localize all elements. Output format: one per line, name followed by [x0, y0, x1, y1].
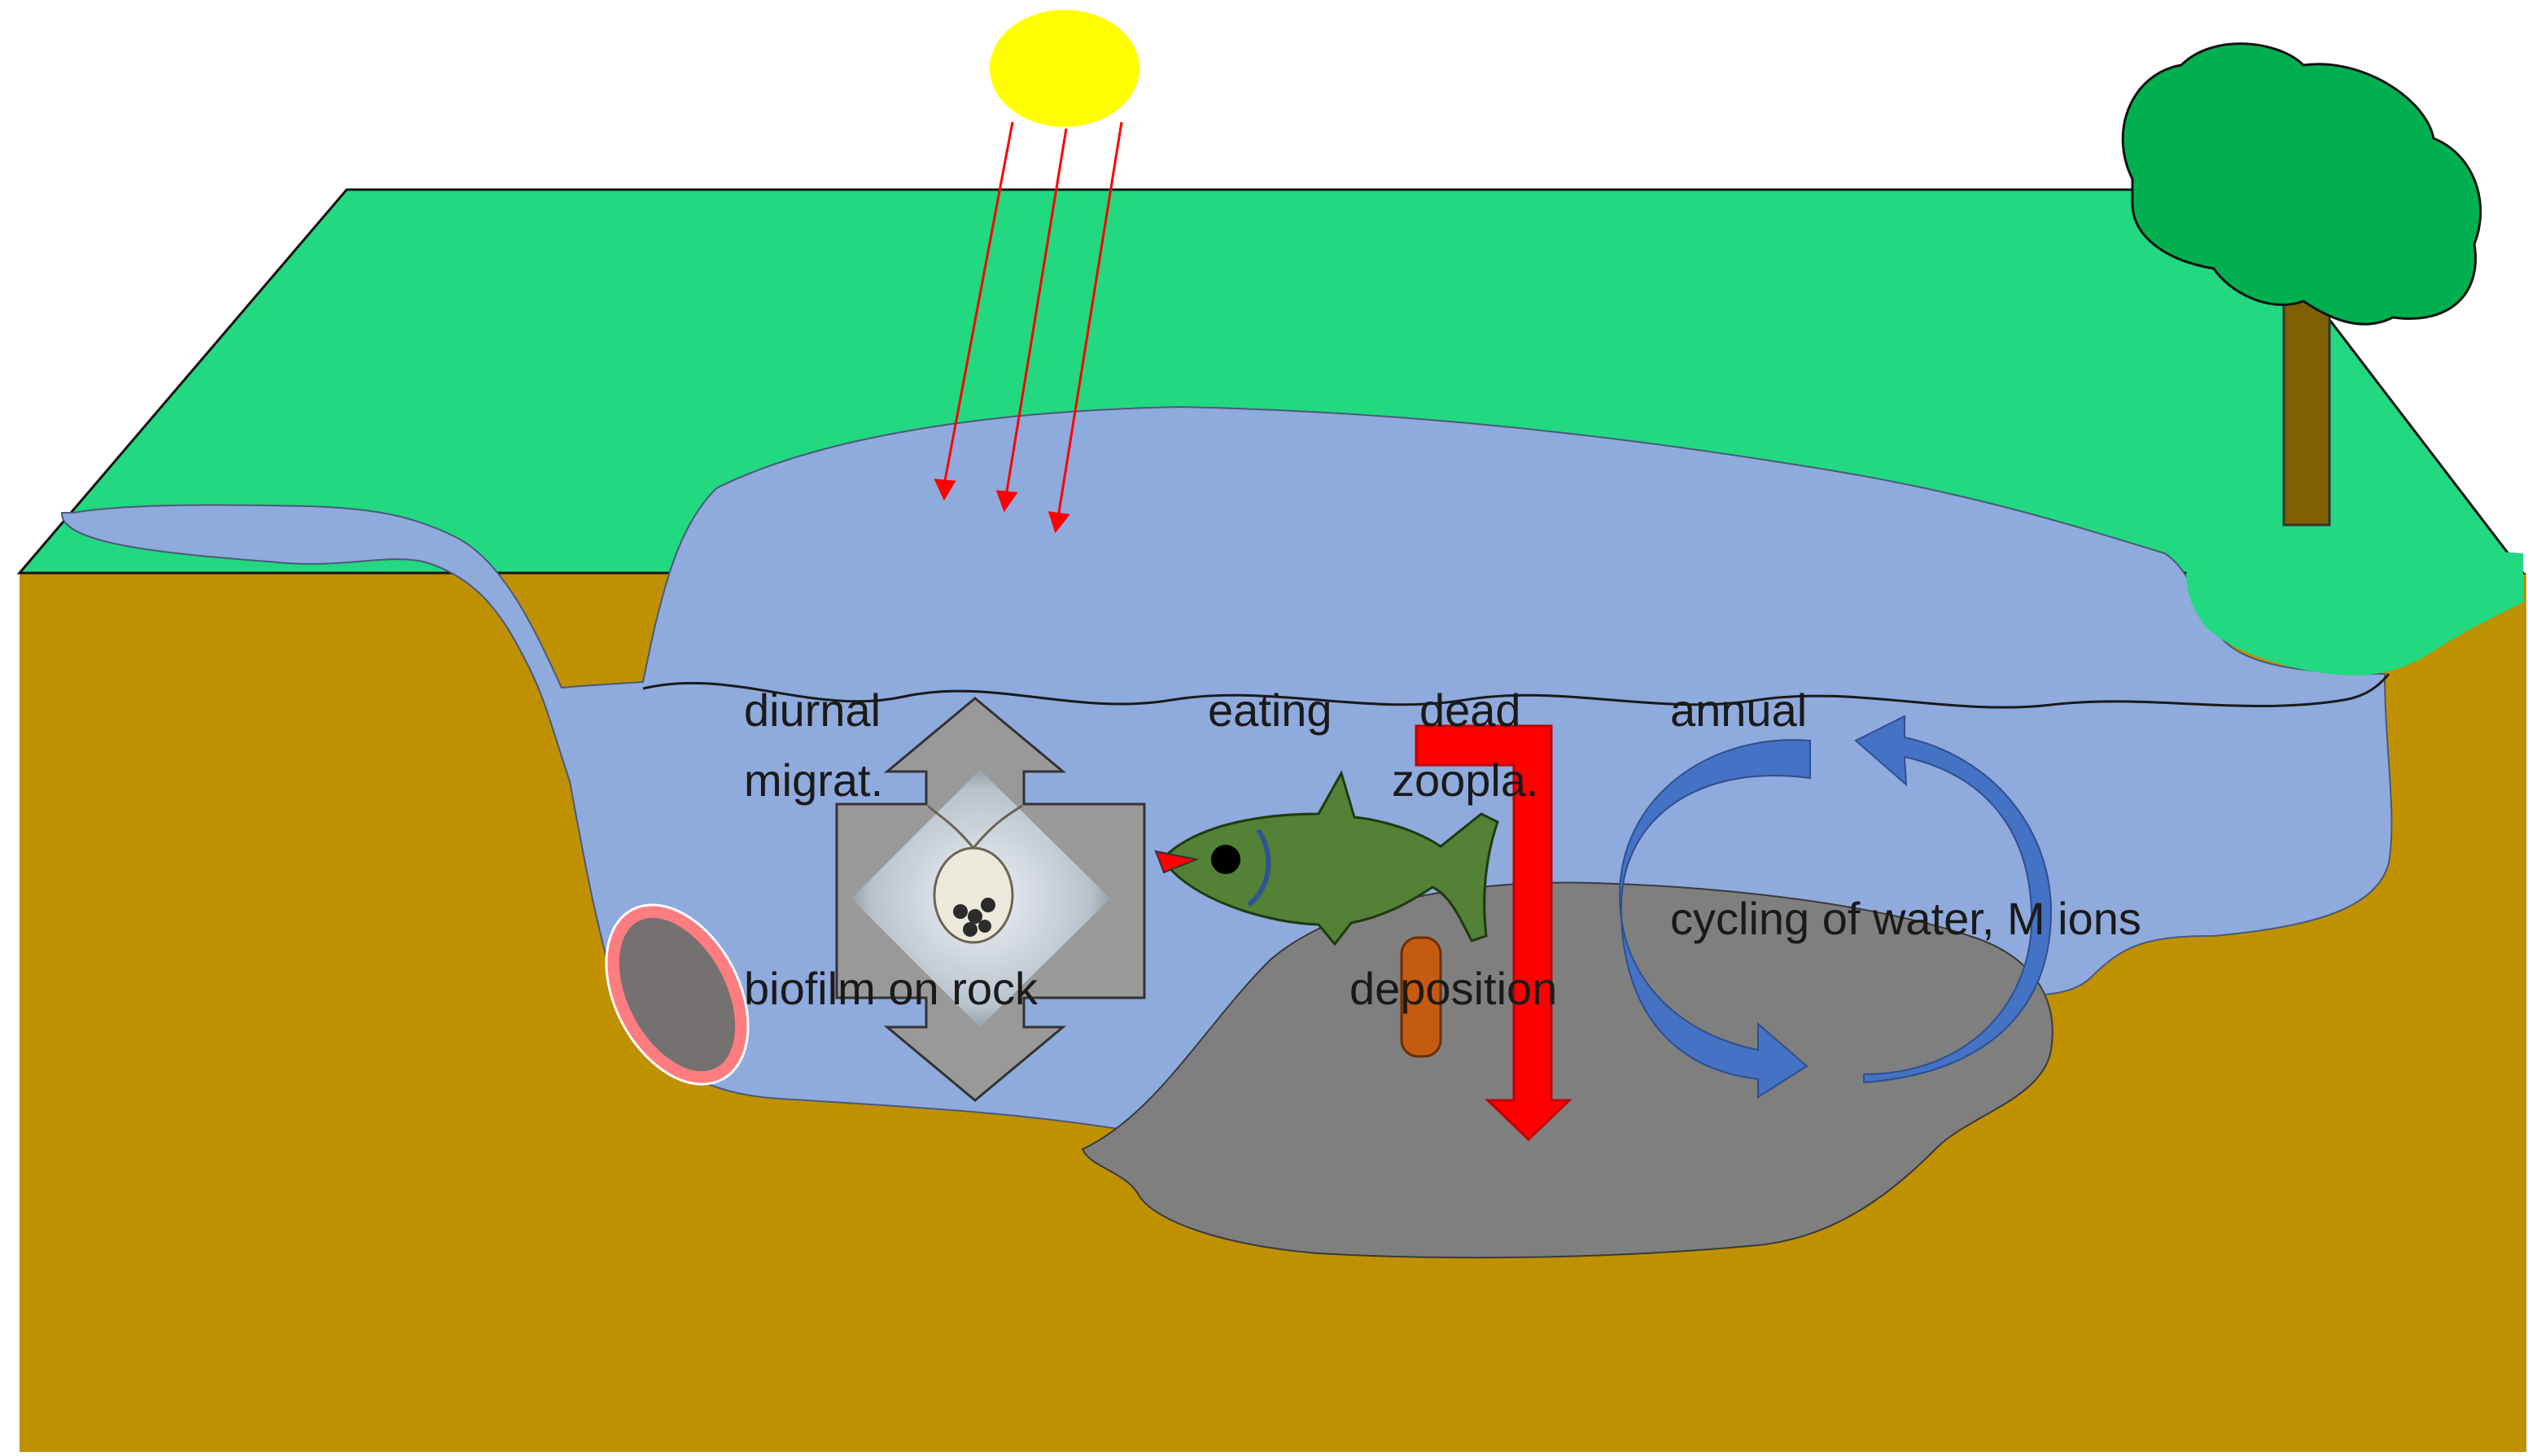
tree-canopy	[2121, 42, 2482, 326]
label-dead-line1: dead	[1419, 684, 1521, 736]
thermocline-line	[642, 673, 2390, 709]
diurnal-migration-arrow	[835, 697, 1146, 1102]
label-biofilm: biofilm on rock	[744, 963, 1039, 1014]
sun	[990, 10, 1139, 127]
annual-cycle-arrows	[1618, 715, 2053, 1099]
shore-grass	[2186, 551, 2523, 676]
fish	[1154, 770, 1499, 947]
label-diurnal-line2: migrat.	[744, 754, 883, 806]
tree-trunk	[2282, 275, 2331, 527]
label-dead-line2: zoopla.	[1392, 754, 1539, 806]
label-eating: eating	[1208, 684, 1332, 736]
sun-rays	[934, 121, 1123, 534]
biofilm-rock-outline	[605, 903, 750, 1086]
deposited-debris	[1400, 936, 1442, 1058]
biofilm-rock	[606, 904, 749, 1085]
label-cycling: cycling of water, M ions	[1670, 893, 2141, 944]
cycle-arrow-right	[1854, 715, 2053, 1084]
tree	[2121, 42, 2482, 527]
label-deposition: deposition	[1349, 963, 1557, 1014]
fish-eye	[1211, 845, 1240, 874]
fish-gill	[1247, 829, 1271, 907]
label-diurnal-line1: diurnal	[744, 684, 881, 736]
label-annual: annual	[1670, 684, 1807, 736]
sinking-arrow[interactable]	[1415, 724, 1572, 1142]
cycle-arrow-left	[1618, 739, 1811, 1099]
fish-mouth	[1154, 850, 1200, 874]
